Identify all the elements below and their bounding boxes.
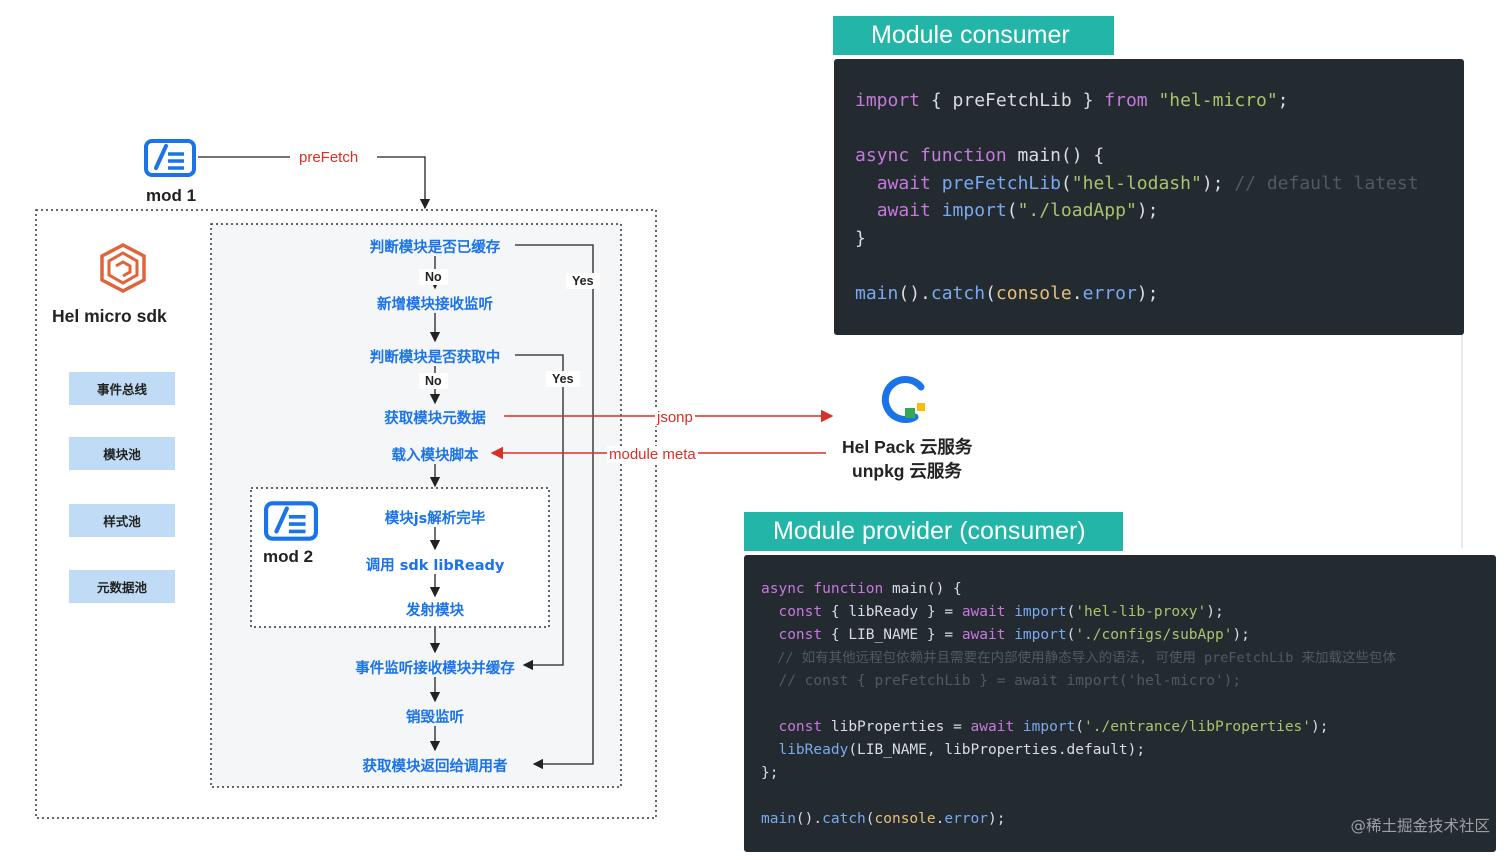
consumer-code-line-3: async function main() { [855,145,1105,166]
service-line1: Hel Pack 云服务 [842,437,973,457]
consumer-code-line-4: await preFetchLib("hel-lodash"); // defa… [876,172,1419,194]
consumer-code-line-7 [855,252,1464,280]
label-yes-1: Yes [566,273,600,289]
module-meta-label: module meta [607,446,698,463]
step-get-meta: 获取模块元数据 [384,411,486,427]
pool-style: 样式池 [69,504,175,537]
pool-metadata: 元数据池 [69,570,175,603]
hel-logo-icon [96,242,150,294]
mod2-icon [264,499,318,543]
label-no-2: No [419,373,448,389]
step-add-listener: 新增模块接收监听 [377,297,493,313]
step-check-fetching: 判断模块是否获取中 [369,350,501,366]
consumer-code-line-6: } [855,227,866,249]
provider-code-line-11: main().catch(console.error); [761,811,1006,827]
provider-code-line-8: libReady(LIB_NAME, libProperties.default… [778,742,1146,758]
jsonp-label: jsonp [655,409,695,426]
provider-code-line-2: const { libReady } = await import('hel-l… [778,604,1224,620]
step-load-script: 载入模块脚本 [391,448,479,464]
provider-code-line-9: }; [761,765,779,781]
step-destroy-listener: 销毁监听 [406,710,464,726]
consumer-code-line-8: main().catch(console.error); [855,282,1159,304]
consumer-code-block: import { preFetchLib } from "hel-micro";… [834,59,1464,335]
consumer-code-line-5: await import("./loadApp"); [876,200,1159,221]
provider-code-line-5: // const { preFetchLib } = await import(… [761,673,1242,689]
step-listener-cache: 事件监听接收模块并缓存 [355,661,515,677]
step-js-parsed: 模块js解析完毕 [384,511,486,527]
label-no-1: No [419,269,448,285]
provider-code-line-3: const { LIB_NAME } = await import('./con… [778,627,1250,643]
mod1-label: mod 1 [146,186,197,205]
sdk-title: Hel micro sdk [52,306,167,326]
provider-code-line-7: const libProperties = await import('./en… [778,719,1329,735]
provider-code-line-10 [761,785,1496,808]
prefetch-label: preFetch [297,149,361,166]
pool-event-bus: 事件总线 [69,372,175,405]
consumer-code-line-1: import { preFetchLib } from "hel-micro"; [855,90,1289,111]
pool-module: 模块池 [69,437,175,470]
service-line2: unpkg 云服务 [852,461,962,481]
provider-code-line-6 [761,693,1496,716]
step-check-cache: 判断模块是否已缓存 [369,240,501,256]
mod2-label: mod 2 [263,547,314,566]
step-emit-module: 发射模块 [406,603,464,619]
watermark: @稀土掘金技术社区 [1350,817,1490,835]
provider-code-line-1: async function main() { [761,581,962,597]
label-yes-2: Yes [546,371,580,387]
consumer-code-line-2 [855,115,1464,143]
provider-code-line-4: // 如有其他远程包依赖并且需要在内部使用静态导入的语法, 可使用 preFet… [761,650,1397,666]
step-return-module: 获取模块返回给调用者 [362,759,508,775]
provider-code-block: async function main() { const { libReady… [744,555,1496,852]
consumer-title: Module consumer [833,16,1114,55]
mod1-icon [144,137,196,179]
hel-pack-icon [877,375,933,427]
provider-title: Module provider (consumer) [744,512,1123,551]
step-call-libready: 调用 sdk libReady [365,558,505,574]
